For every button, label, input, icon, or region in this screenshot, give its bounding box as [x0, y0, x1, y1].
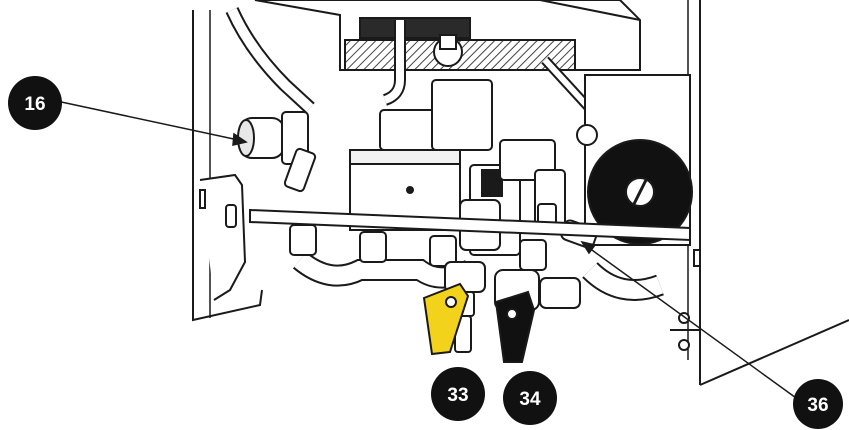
pump	[576, 74, 693, 246]
callout-34-badge	[503, 371, 557, 425]
arrowhead-16	[232, 132, 248, 146]
callout-33-label: 33	[447, 385, 468, 406]
centre-valve-assembly	[459, 139, 566, 256]
callout-16-label: 16	[24, 94, 45, 115]
callout-33: 33	[431, 367, 485, 421]
callout-16: 16	[8, 76, 62, 130]
component-33-valve	[422, 261, 486, 356]
yellow-lever-valve-icon	[422, 282, 470, 356]
callout-36-badge	[793, 379, 843, 429]
leader-lines	[51, 99, 804, 404]
callout-33-badge	[431, 367, 485, 421]
callout-36: 36	[793, 379, 843, 429]
component-34-valve	[494, 269, 581, 363]
right-casing-panel	[670, 0, 849, 386]
callout-16-badge	[8, 76, 62, 130]
black-lever-valve-icon	[494, 290, 536, 363]
bottom-bracket	[249, 208, 691, 271]
left-casing-panel	[192, 10, 263, 322]
callout-36-label: 36	[807, 395, 828, 416]
leader-line-36	[584, 244, 804, 404]
callout-34-label: 34	[519, 389, 541, 410]
component-16-safety-valve	[237, 111, 317, 193]
arrowhead-36	[580, 240, 597, 255]
callout-34: 34	[503, 371, 557, 425]
leader-line-16	[51, 99, 244, 142]
